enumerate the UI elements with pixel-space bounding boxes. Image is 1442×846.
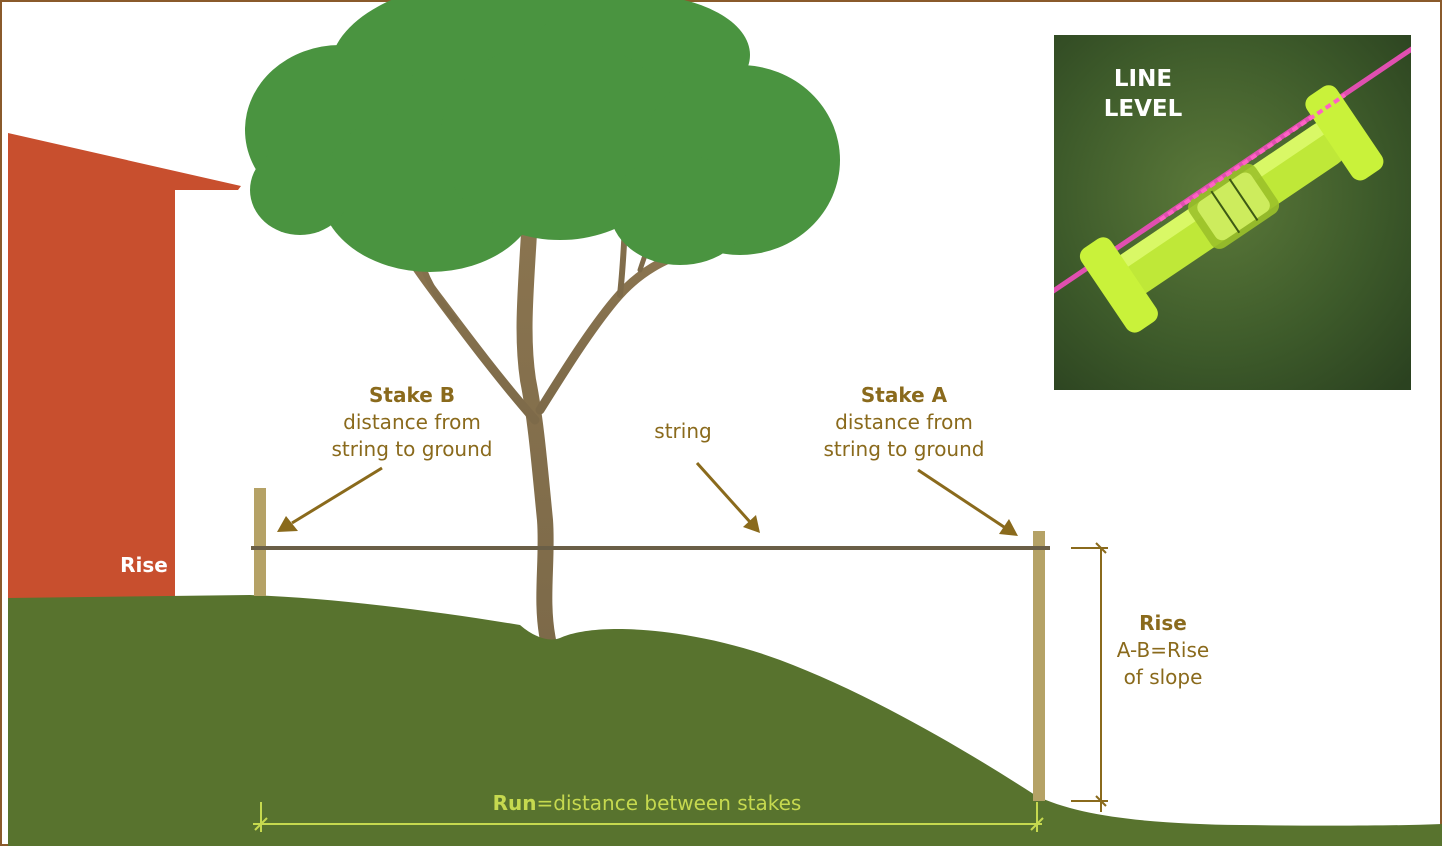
inset-title-line1: LINE: [1114, 66, 1172, 92]
rise-left-label: Rise: [120, 553, 168, 577]
run-label: Run=distance between stakes: [493, 791, 802, 815]
stake-a-title: Stake A: [861, 383, 948, 407]
rise-right-dimension: [1071, 543, 1108, 812]
rise-right-line2: of slope: [1124, 665, 1203, 689]
house: [8, 133, 241, 598]
rise-right-line1: A-B=Rise: [1117, 638, 1209, 662]
stake-a-desc-line2: string to ground: [824, 437, 985, 461]
tree-foliage: [245, 0, 840, 272]
rise-left-dimension: [192, 542, 230, 592]
stake-a: [1033, 531, 1045, 801]
run-label-bold: Run: [493, 791, 537, 815]
line-level-inset: LINE LEVEL: [1040, 35, 1425, 390]
run-label-rest: =distance between stakes: [537, 791, 802, 815]
stake-a-desc-line1: distance from: [835, 410, 973, 434]
stake-b-title: Stake B: [369, 383, 455, 407]
stake-b: [254, 488, 266, 596]
string-label: string: [654, 419, 711, 443]
stake-b-desc-line1: distance from: [343, 410, 481, 434]
callout-arrows: [277, 463, 1018, 536]
rise-right-title: Rise: [1139, 611, 1187, 635]
inset-title-line2: LEVEL: [1104, 96, 1183, 122]
stake-b-desc-line2: string to ground: [332, 437, 493, 461]
